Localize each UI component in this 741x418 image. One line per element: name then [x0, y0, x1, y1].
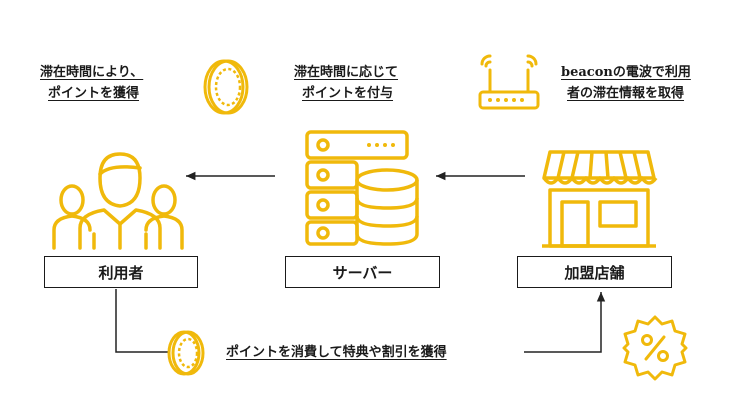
node-server-label: サーバー — [332, 263, 393, 282]
router-icon — [478, 54, 540, 110]
node-store-label: 加盟店舗 — [564, 263, 625, 282]
beacon-line1: beaconの電波で利用 — [561, 65, 691, 80]
server-database-icon — [305, 130, 419, 246]
line-user-to-coin — [115, 289, 168, 353]
people-group-icon — [52, 152, 184, 250]
coin-icon — [203, 59, 249, 115]
discount-badge-icon — [622, 315, 688, 381]
node-user: 利用者 — [44, 256, 198, 288]
server-grant-line2: ポイントを付与 — [302, 86, 394, 101]
arrow-to-store — [524, 292, 606, 353]
server-grant-caption: 滞在時間に応じて ポイントを付与 — [294, 62, 398, 104]
bottom-flow-caption: ポイントを消費して特典や割引を獲得 — [226, 345, 447, 360]
beacon-caption: beaconの電波で利用 者の滞在情報を取得 — [561, 62, 691, 104]
user-reward-line1: 滞在時間により、 — [40, 65, 144, 80]
node-server: サーバー — [285, 256, 440, 288]
node-store: 加盟店舗 — [517, 256, 672, 288]
node-user-label: 利用者 — [98, 263, 144, 282]
beacon-line2: 者の滞在情報を取得 — [567, 86, 685, 101]
coin-icon-bottom — [167, 330, 205, 376]
server-grant-line1: 滞在時間に応じて — [294, 65, 399, 80]
user-reward-caption: 滞在時間により、 ポイントを獲得 — [40, 62, 143, 104]
user-reward-line2: ポイントを獲得 — [48, 86, 140, 101]
store-front-icon — [542, 150, 658, 248]
